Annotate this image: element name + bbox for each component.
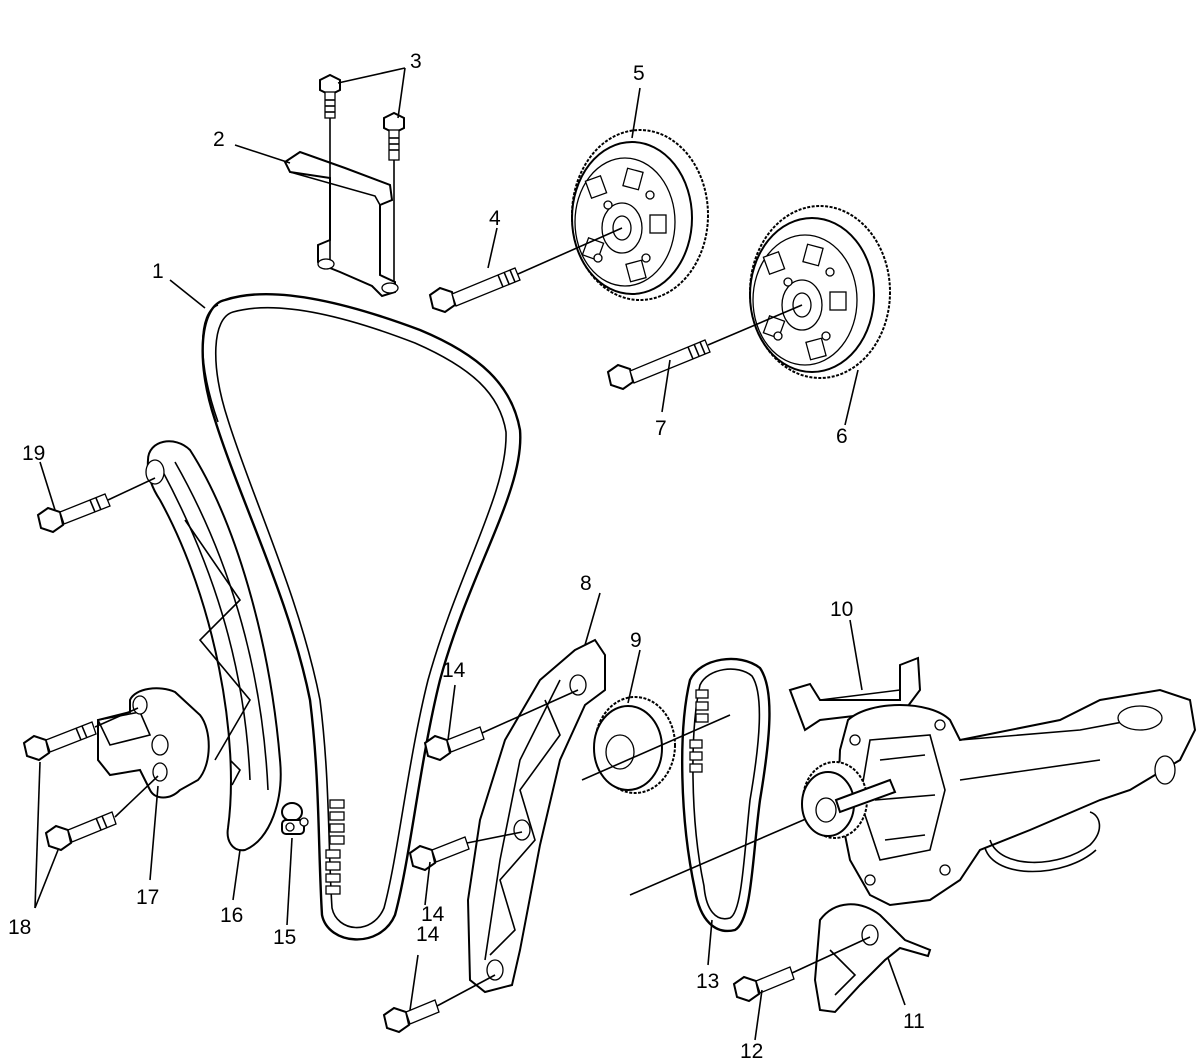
callout-17: 17 xyxy=(136,886,159,909)
guide-bolt-14-lower xyxy=(382,974,496,1034)
actuator-bolt-upper xyxy=(428,227,623,314)
callout-14-lower: 14 xyxy=(416,923,440,946)
oil-pump-chain-guide xyxy=(813,903,932,1014)
oil-pump-assembly xyxy=(788,656,1197,907)
chain-tensioner xyxy=(96,687,210,799)
leader-lines xyxy=(34,67,906,1041)
camshaft-actuator-upper xyxy=(571,129,709,301)
callout-3: 3 xyxy=(410,50,422,73)
callout-18: 18 xyxy=(8,916,31,939)
callout-13: 13 xyxy=(696,970,719,993)
upper-chain-guide xyxy=(283,150,399,298)
callout-1: 1 xyxy=(152,260,164,283)
callout-10: 10 xyxy=(830,598,853,621)
callout-8: 8 xyxy=(580,572,592,595)
oil-pump-guide-bolt xyxy=(732,936,871,1003)
callout-14-middle: 14 xyxy=(421,903,445,926)
guide-bolt-upper-left xyxy=(319,73,341,260)
callout-14-upper: 14 xyxy=(442,659,466,682)
camshaft-actuator-lower xyxy=(749,205,891,379)
callout-15: 15 xyxy=(273,926,296,949)
chain-links xyxy=(325,799,345,895)
callout-6: 6 xyxy=(836,425,848,448)
crankshaft-sprocket xyxy=(581,696,731,794)
tensioner-bolt-lower xyxy=(44,775,159,852)
chain-guide-fitting xyxy=(281,802,309,835)
callout-7: 7 xyxy=(655,417,667,440)
callout-9: 9 xyxy=(630,629,642,652)
callout-5: 5 xyxy=(633,62,645,85)
oil-pump-chain xyxy=(629,657,816,933)
callout-2: 2 xyxy=(213,128,225,151)
callout-labels: 1 2 3 4 5 6 7 8 9 10 11 12 13 14 14 14 1… xyxy=(8,50,925,1063)
tensioner-bolt-upper xyxy=(22,707,139,762)
stationary-chain-guide xyxy=(466,638,606,994)
tensioner-chain-guide xyxy=(145,440,282,852)
timing-chain xyxy=(201,292,522,941)
callout-16: 16 xyxy=(220,904,243,927)
guide-bolt-14-middle xyxy=(408,831,523,872)
callout-19: 19 xyxy=(22,442,45,465)
callout-4: 4 xyxy=(489,207,501,230)
callout-11: 11 xyxy=(903,1010,925,1033)
callout-12: 12 xyxy=(740,1040,763,1063)
guide-bolt-upper-right xyxy=(383,111,405,282)
guide-bolt-14-upper xyxy=(423,689,579,762)
tensioner-guide-bolt xyxy=(36,477,156,534)
